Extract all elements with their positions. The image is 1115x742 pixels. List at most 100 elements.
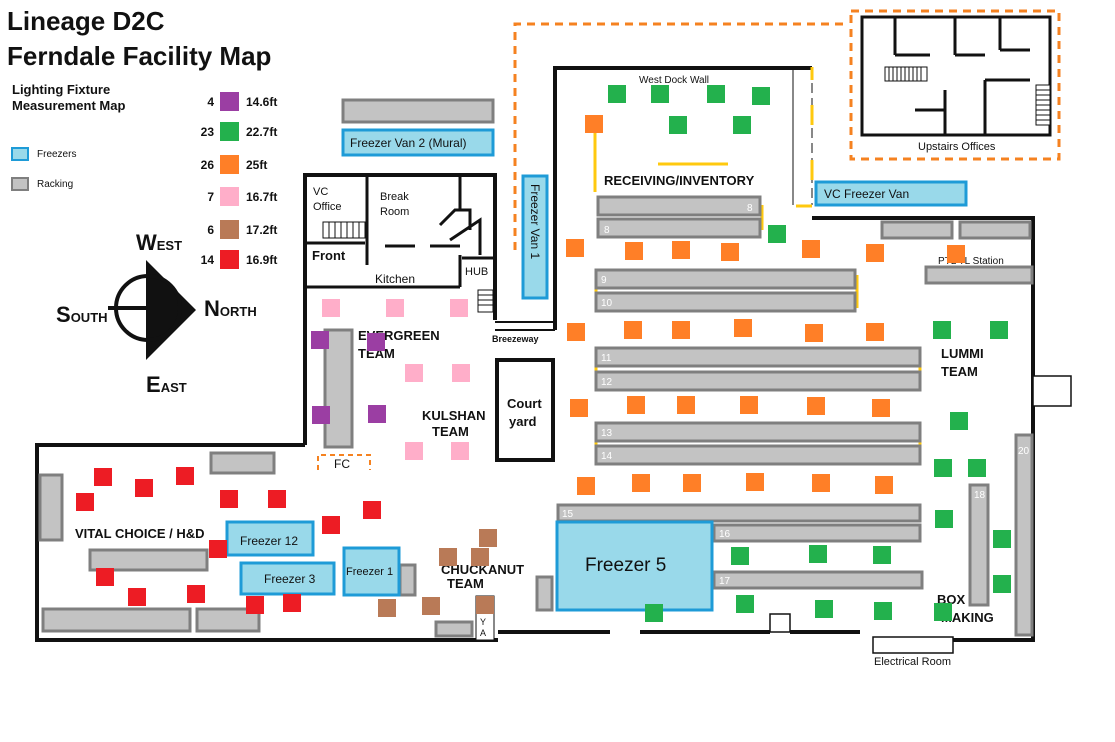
svg-text:11: 11 <box>601 353 612 364</box>
legend-swatch <box>220 92 239 111</box>
break-room-label-2: Room <box>380 206 409 218</box>
freezer-van-2 <box>341 128 495 157</box>
fc-boundary <box>317 454 371 470</box>
vc-freezer-van <box>814 180 968 207</box>
lights-pink <box>322 299 470 460</box>
freezer-van-1-label: Freezer Van 1 <box>528 184 542 259</box>
legend-count: 23 <box>200 124 214 139</box>
vc-office-label-2: Office <box>313 201 342 213</box>
receiving-label: RECEIVING/INVENTORY <box>604 173 755 188</box>
ya-label-2: A <box>480 628 486 638</box>
svg-text:15: 15 <box>562 509 574 520</box>
hub-label: HUB <box>465 266 488 278</box>
lights-purple <box>311 331 386 424</box>
upstairs-offices-label: Upstairs Offices <box>918 141 996 153</box>
compass-south: SOUTH <box>56 302 108 327</box>
vc-office-label-1: VC <box>313 186 328 198</box>
fc-label: FC <box>334 457 350 471</box>
legend-count: 14 <box>200 252 214 267</box>
key-racking: Racking <box>11 177 73 191</box>
box-making-label-2: MAKING <box>941 610 994 625</box>
freezer-swatch <box>11 147 29 161</box>
svg-text:16: 16 <box>719 529 731 540</box>
legend-swatch <box>220 220 239 239</box>
lummi-label-2: TEAM <box>941 364 978 379</box>
ya-label-1: Y <box>480 617 486 627</box>
key-freezers: Freezers <box>11 147 76 161</box>
lights-green <box>608 85 1011 622</box>
front-label: Front <box>312 248 346 263</box>
racking <box>38 98 1034 638</box>
building-walls <box>35 66 1035 642</box>
freezer-12-label: Freezer 12 <box>240 534 298 548</box>
kulshan-label-1: KULSHAN <box>422 408 486 423</box>
svg-text:8: 8 <box>604 225 610 236</box>
courtyard-label-2: yard <box>509 414 537 429</box>
freezer-1-label: Freezer 1 <box>346 566 393 578</box>
chuckanut-label-2: TEAM <box>447 576 484 591</box>
compass-east: EAST <box>146 372 187 397</box>
svg-text:20: 20 <box>1018 446 1030 457</box>
legend-row: 6 17.2ft <box>196 220 277 239</box>
map-subtitle-line2: Measurement Map <box>12 98 126 113</box>
compass-icon <box>108 260 196 360</box>
courtyard-label-1: Court <box>507 396 542 411</box>
upstairs-offices-boundary <box>849 9 1061 161</box>
svg-text:8: 8 <box>747 203 753 214</box>
dashed-boundary <box>513 22 848 250</box>
upstairs-offices-walls <box>860 15 1052 137</box>
key-racking-label: Racking <box>37 178 74 190</box>
legend-height: 22.7ft <box>246 124 278 139</box>
legend-row: 26 25ft <box>196 155 267 174</box>
lights-brown <box>378 529 497 617</box>
legend-row: 4 14.6ft <box>196 92 277 111</box>
lights-red <box>76 467 381 614</box>
legend-height: 17.2ft <box>246 222 278 237</box>
svg-text:17: 17 <box>719 576 731 587</box>
west-dock-wall-label: West Dock Wall <box>639 75 709 86</box>
legend-row: 23 22.7ft <box>196 122 277 141</box>
freezers <box>225 128 968 612</box>
breezeway-label: Breezeway <box>492 334 539 344</box>
legend-count: 6 <box>207 222 214 237</box>
courtyard <box>495 358 555 462</box>
legend-count: 26 <box>200 157 214 172</box>
freezer-van-2-label: Freezer Van 2 (Mural) <box>350 136 466 150</box>
freezer-3 <box>239 561 336 596</box>
freezer-12 <box>225 520 315 557</box>
legend-row: 14 16.9ft <box>196 250 277 269</box>
legend-count: 7 <box>207 189 214 204</box>
svg-text:10: 10 <box>601 298 613 309</box>
door-detail <box>769 613 791 633</box>
racking-swatch <box>11 177 29 191</box>
svg-text:13: 13 <box>601 428 613 439</box>
legend-swatch <box>220 187 239 206</box>
legend-height: 14.6ft <box>246 94 278 109</box>
map-title-line1: Lineage D2C <box>7 6 165 36</box>
east-wall-box <box>1032 375 1072 407</box>
kulshan-label-2: TEAM <box>432 424 469 439</box>
rack-numbers: 8 8 9 10 11 12 13 14 15 16 17 18 20 <box>562 203 1030 587</box>
lights-orange <box>566 115 965 495</box>
electrical-room <box>872 636 954 654</box>
legend-row: 7 16.7ft <box>196 187 277 206</box>
legend-height: 25ft <box>246 157 268 172</box>
svg-text:18: 18 <box>974 490 986 501</box>
map-title-line2: Ferndale Facility Map <box>7 41 272 71</box>
legend-count: 4 <box>207 94 214 109</box>
svg-text:9: 9 <box>601 275 607 286</box>
compass-west: WEST <box>136 230 182 255</box>
key-freezers-label: Freezers <box>37 148 77 160</box>
office-walls <box>305 175 495 313</box>
electrical-room-label: Electrical Room <box>874 656 951 668</box>
upstairs-stairs <box>884 66 1051 126</box>
legend-swatch <box>220 122 239 141</box>
freezer-3-label: Freezer 3 <box>264 572 316 586</box>
svg-text:12: 12 <box>601 377 613 388</box>
freezer-van-1 <box>521 174 549 300</box>
legend-swatch <box>220 155 239 174</box>
chuckanut-label-1: CHUCKANUT <box>441 562 524 577</box>
freezer-5-label: Freezer 5 <box>585 555 666 576</box>
dock-wall-detail <box>792 68 813 205</box>
